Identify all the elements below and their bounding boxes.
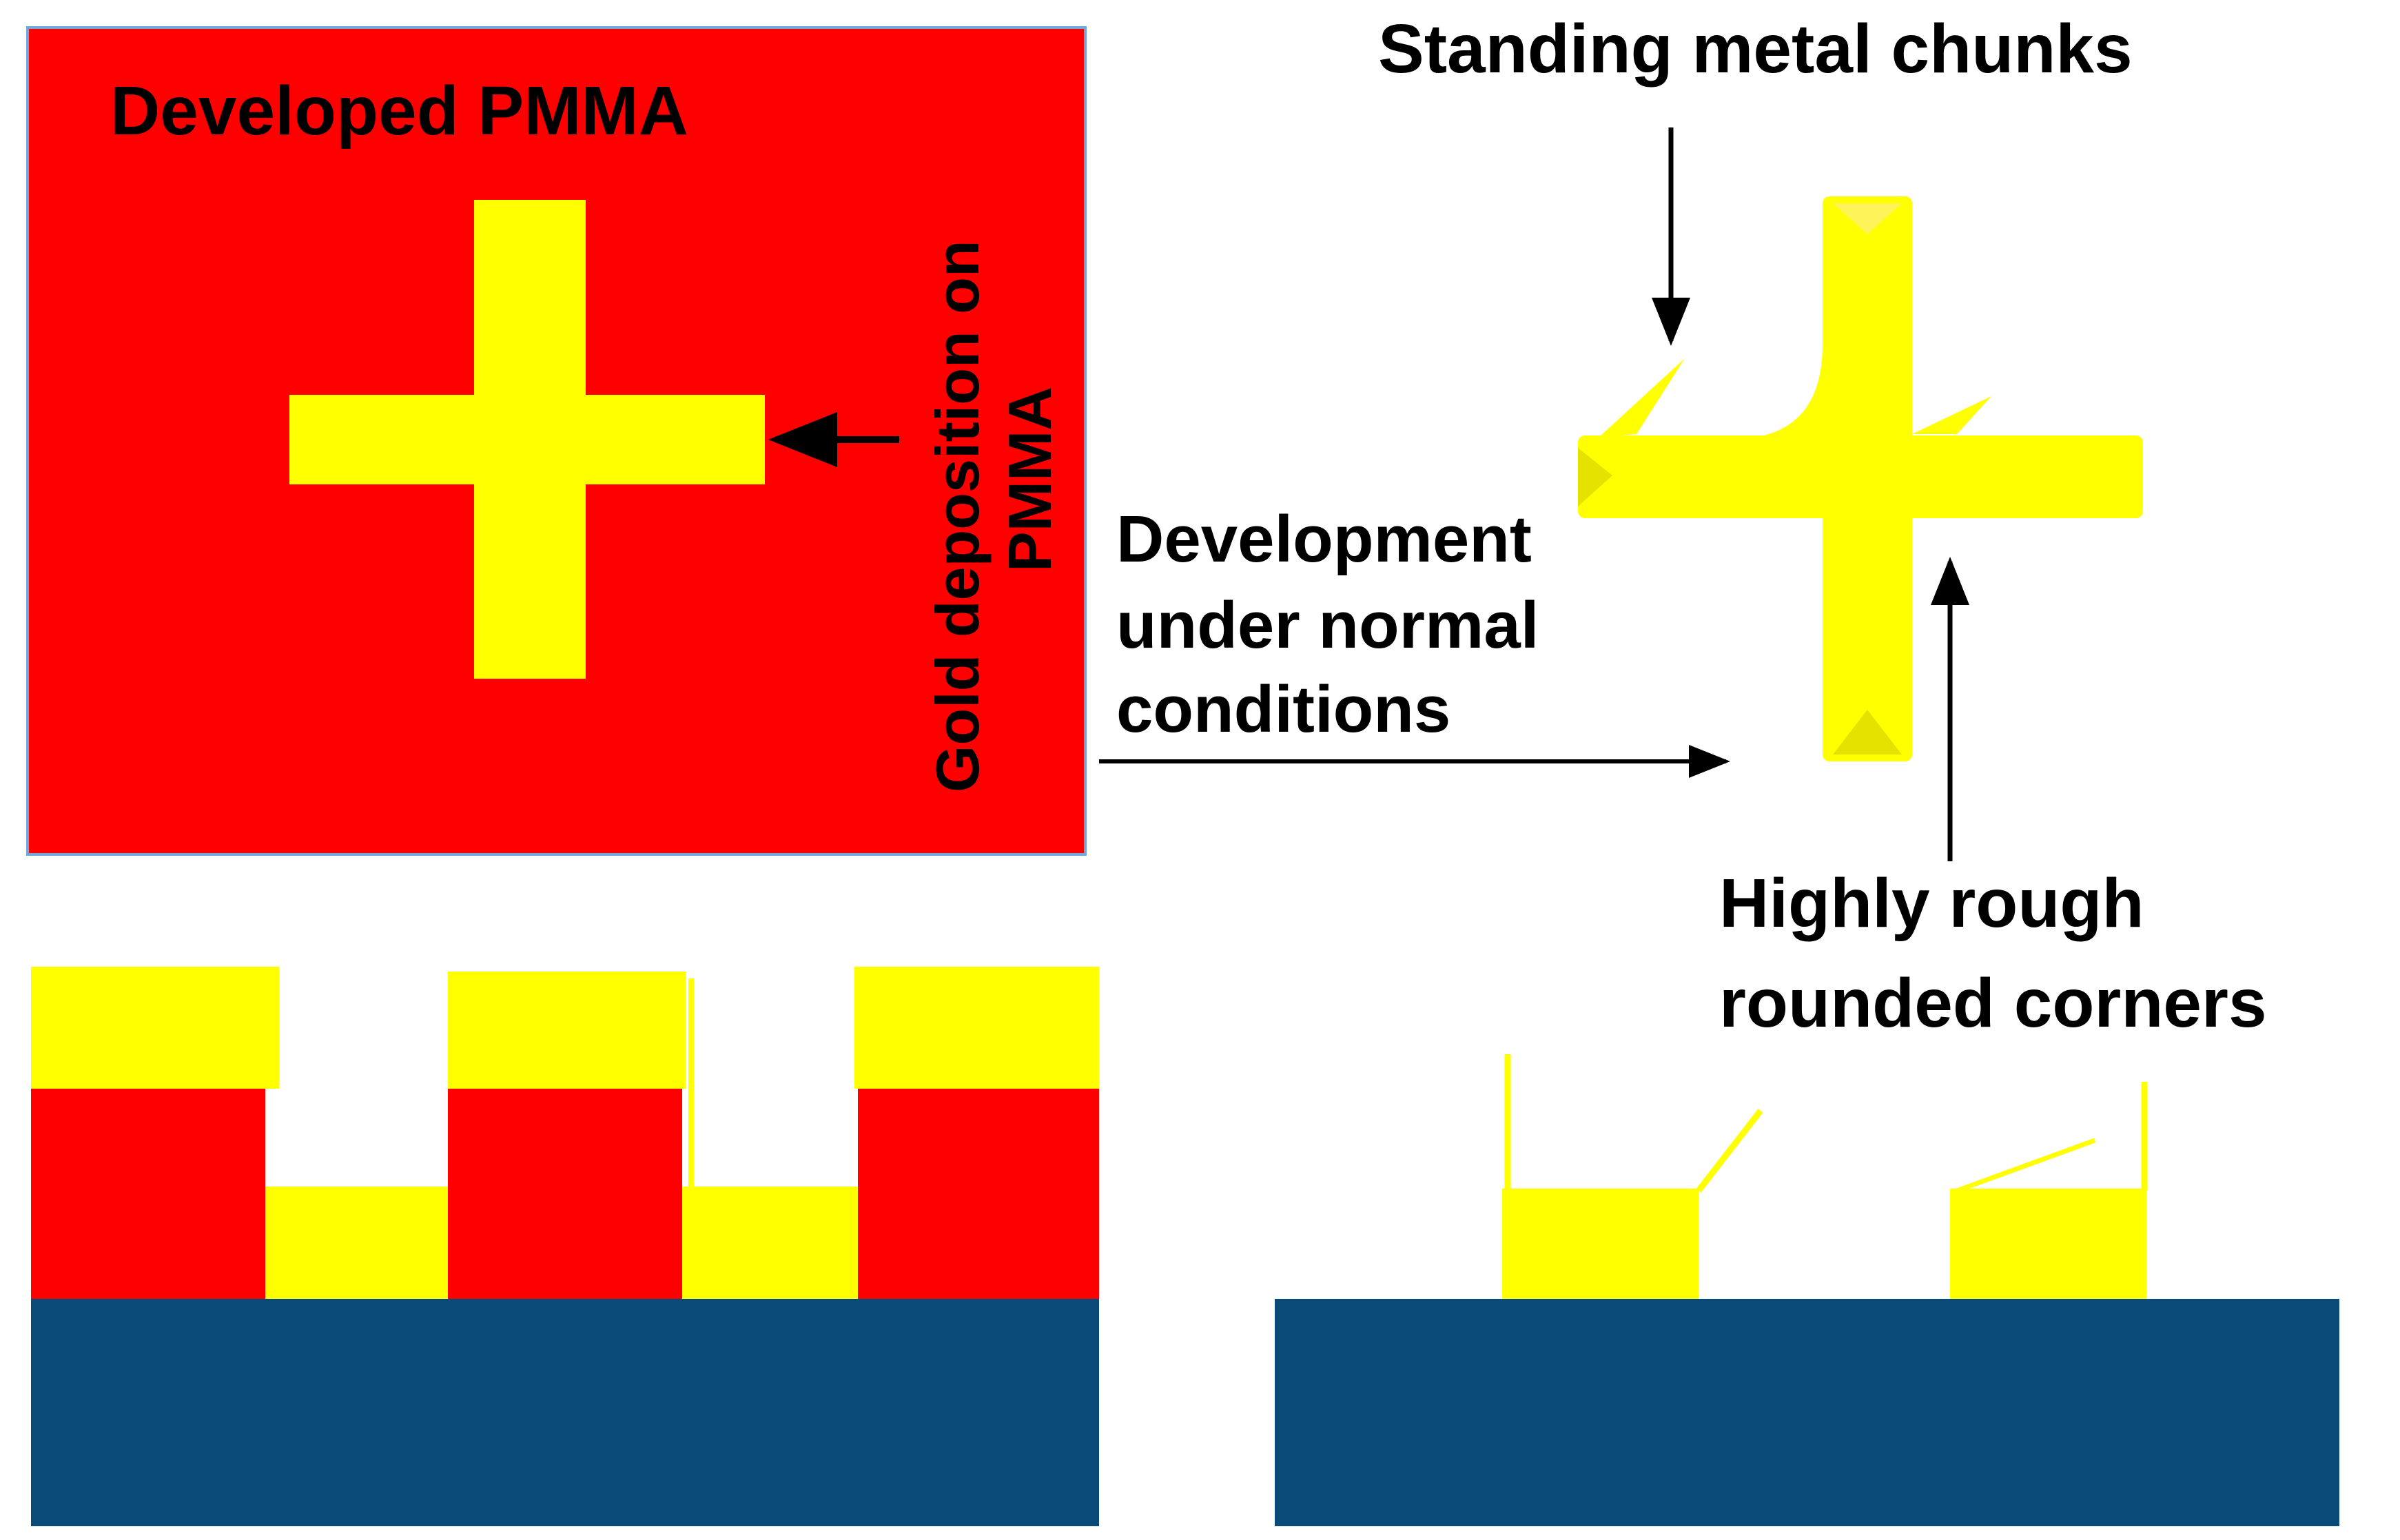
- pmma-block-2: [448, 1089, 682, 1299]
- pmma-block-3: [858, 1089, 1099, 1299]
- developed-pmma-label: Developed PMMA: [110, 72, 688, 150]
- development-label: Development under normal conditions: [1116, 502, 1539, 746]
- remaining-gold-1: [1502, 1189, 1699, 1299]
- cross-section-after: [1275, 1054, 2339, 1526]
- standing-wall-slanted: [1696, 1109, 1763, 1193]
- development-label-line1: Development: [1116, 502, 1532, 576]
- pmma-top-panel: [26, 26, 1087, 856]
- gold-trench-2: [682, 1187, 858, 1299]
- rough-corners-label: Highly rough rounded corners: [1719, 865, 2267, 1042]
- standing-chunks-label: Standing metal chunks: [1378, 10, 2133, 88]
- gold-deposition-label-line1: Gold deposition on: [923, 240, 992, 792]
- development-label-line2: under normal: [1116, 588, 1539, 662]
- rounded-corner-fill: [1764, 345, 1823, 435]
- rough-corners-label-line2: rounded corners: [1719, 965, 2267, 1042]
- gold-cross-horizontal-bar: [289, 395, 765, 484]
- cross-section-before: [31, 967, 1099, 1526]
- gold-deposition-label-line2: PMMA: [996, 387, 1064, 572]
- gold-cap-2: [448, 972, 686, 1089]
- developed-cross-horizontal-bar: [1578, 435, 2143, 518]
- cross-bevel-bottom: [1833, 710, 1902, 754]
- remaining-gold-2: [1950, 1189, 2146, 1299]
- gold-deposition-label: Gold deposition on PMMA: [923, 240, 1064, 792]
- cross-bevel-top: [1833, 203, 1902, 234]
- development-label-line3: conditions: [1116, 673, 1450, 746]
- substrate-right: [1275, 1299, 2339, 1526]
- standing-wall-thin: [1956, 1138, 2096, 1193]
- cross-bevel-left: [1578, 448, 1612, 506]
- developed-gold-cross: [1578, 196, 2143, 761]
- standing-chunk-left: [1599, 358, 1685, 438]
- gold-trench-1: [265, 1187, 448, 1299]
- substrate-left: [31, 1299, 1099, 1526]
- pmma-block-1: [31, 1089, 265, 1299]
- standing-chunk-right: [1912, 396, 1991, 434]
- gold-cap-1: [31, 967, 279, 1089]
- rough-corners-label-line1: Highly rough: [1719, 865, 2144, 942]
- gold-cap-3: [854, 967, 1099, 1089]
